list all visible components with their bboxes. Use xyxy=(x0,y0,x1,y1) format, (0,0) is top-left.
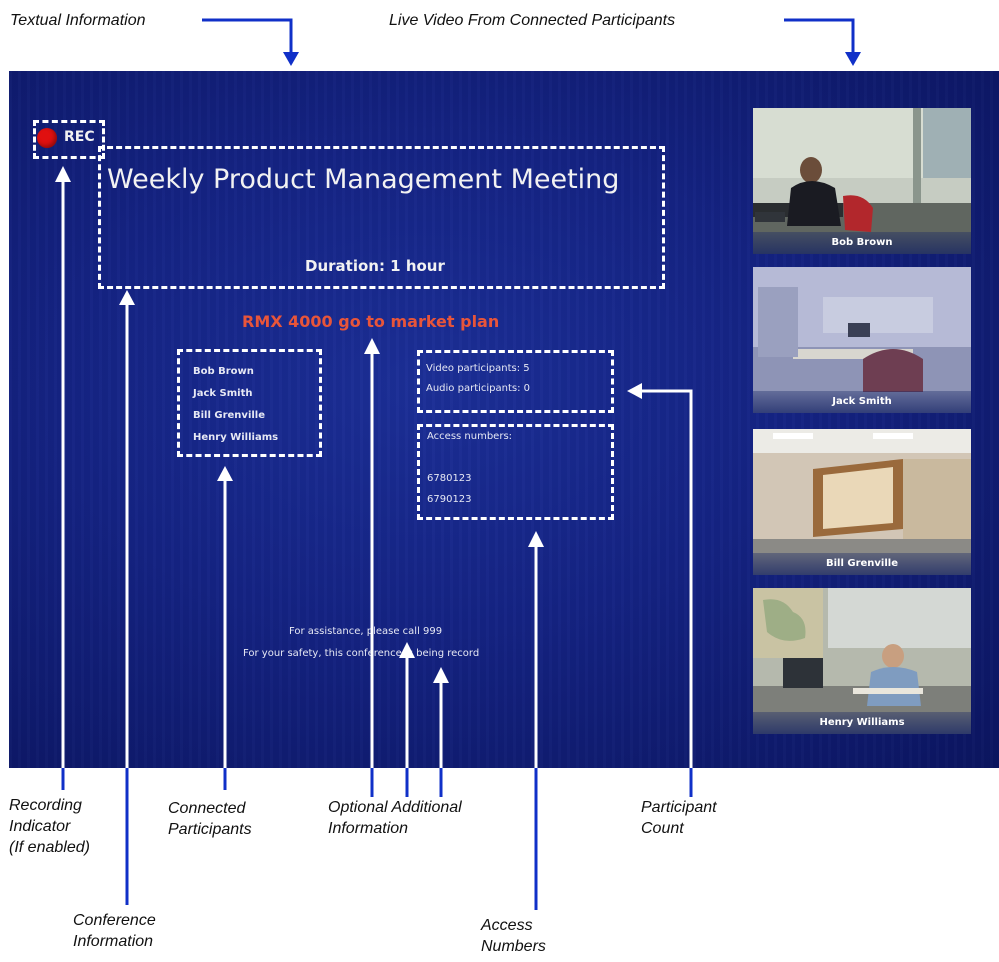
thumbnail-name: Bill Grenville xyxy=(753,553,971,575)
arrow-count-white xyxy=(640,389,693,768)
access-numbers-box xyxy=(417,424,614,520)
video-thumbnail: Jack Smith xyxy=(753,267,971,413)
safety-note: For your safety, this conference is bein… xyxy=(243,648,480,659)
conference-subject: RMX 4000 go to market plan xyxy=(242,312,500,331)
callout-connected-participants: Connected Participants xyxy=(168,800,252,838)
participant-count: Video participants: 5 Audio participants… xyxy=(426,359,530,399)
recording-indicator-box xyxy=(33,120,105,159)
participant-name: Jack Smith xyxy=(193,388,253,399)
participant-name: Bob Brown xyxy=(193,366,254,377)
assistance-note: For assistance, please call 999 xyxy=(289,626,443,637)
video-thumbnail: Henry Williams xyxy=(753,588,971,734)
callout-live-video: Live Video From Connected Participants xyxy=(389,12,676,29)
conference-screen: REC Weekly Product Management Meeting Du… xyxy=(9,71,999,768)
access-number: 6790123 xyxy=(427,494,472,505)
thumbnail-name: Jack Smith xyxy=(753,391,971,413)
callout-participant-count: Participant Count xyxy=(641,799,717,837)
duration-text: Duration: 1 hour xyxy=(305,257,445,275)
audio-participants-count: Audio participants: 0 xyxy=(426,383,531,394)
thumbnail-name: Henry Williams xyxy=(753,712,971,734)
video-participants-count: Video participants: 5 xyxy=(426,363,530,374)
participant-count-box xyxy=(417,350,614,413)
callout-optional-additional-information: Optional Additional Information xyxy=(328,799,462,837)
rec-label: REC xyxy=(64,129,95,145)
callout-textual-information: Textual Information xyxy=(10,12,146,29)
callout-access-numbers: Access Numbers xyxy=(481,917,546,955)
conference-info-box xyxy=(98,146,665,289)
participant-name: Bill Grenville xyxy=(193,410,266,421)
access-numbers-label: Access numbers: xyxy=(427,431,513,442)
callout-conference-information: Conference Information xyxy=(73,912,156,950)
meeting-title: Weekly Product Management Meeting xyxy=(107,164,620,195)
office-scene-3 xyxy=(753,429,971,575)
participant-list: Bob Brown Jack Smith Bill Grenville Henr… xyxy=(193,361,278,449)
rec-dot-icon xyxy=(37,128,57,148)
callout-recording-indicator: Recording Indicator (If enabled) xyxy=(9,797,90,856)
participant-name: Henry Williams xyxy=(193,432,279,443)
arrow-live-video xyxy=(784,18,861,66)
access-number: 6780123 xyxy=(427,473,472,484)
video-thumbnail: Bill Grenville xyxy=(753,429,971,575)
video-thumbnail: Bob Brown xyxy=(753,108,971,254)
thumbnail-name: Bob Brown xyxy=(753,232,971,254)
office-scene-1 xyxy=(753,108,971,254)
connected-participants-box xyxy=(177,349,322,457)
arrow-textual-information xyxy=(202,18,299,66)
